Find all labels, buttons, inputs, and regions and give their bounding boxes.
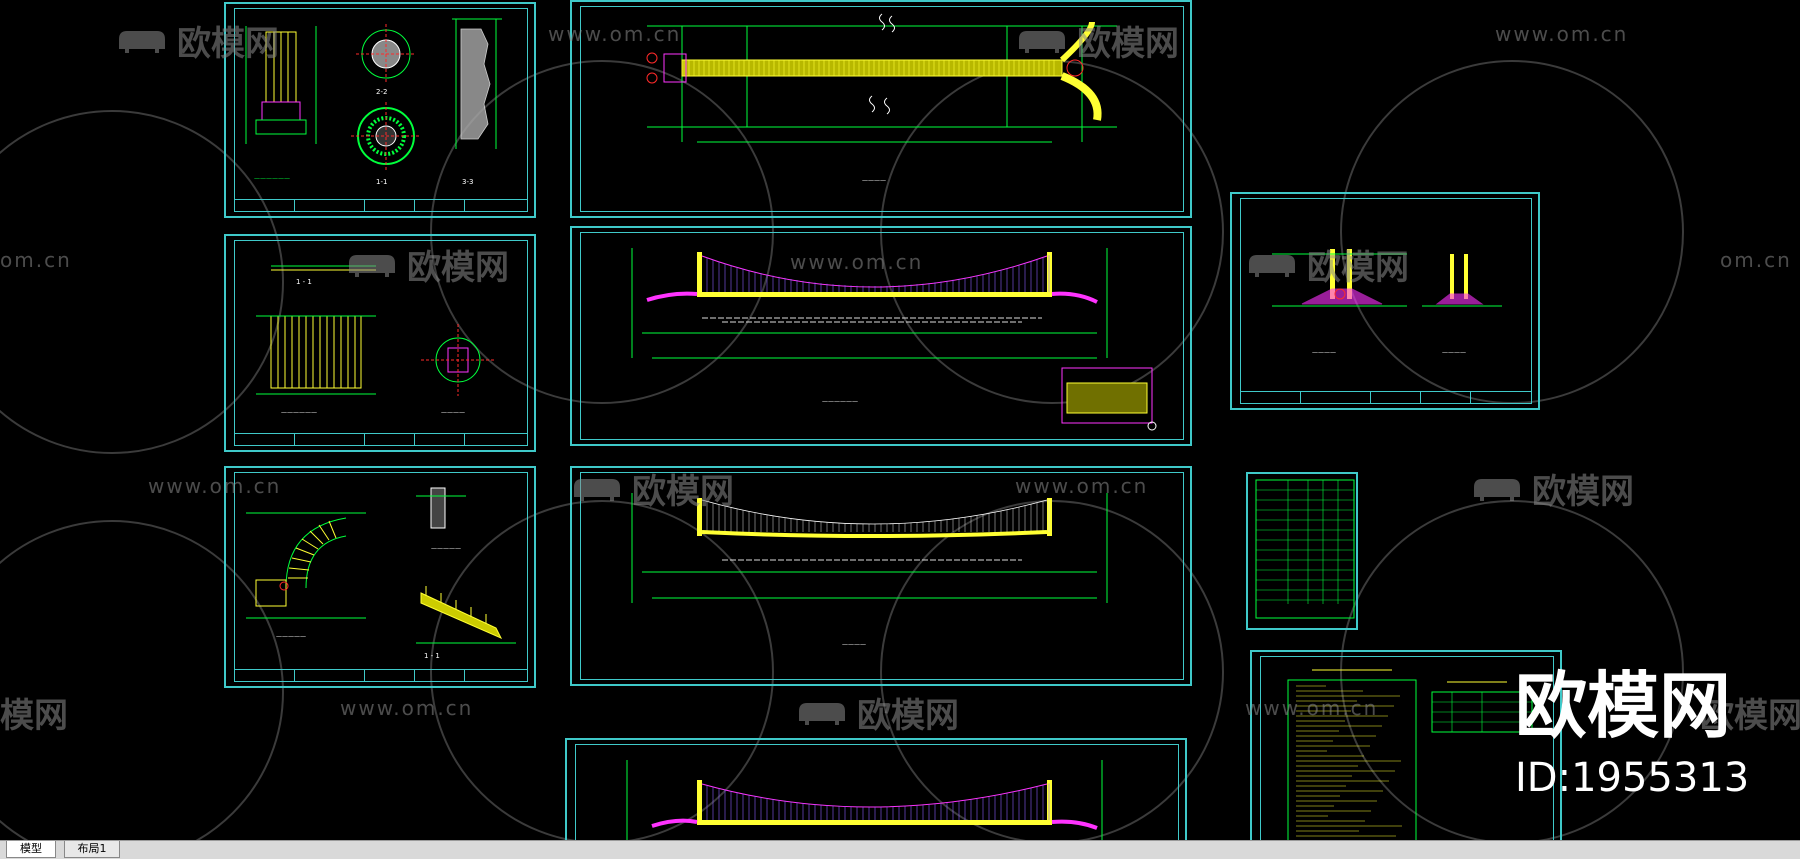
- watermark-logo: 欧模网: [1470, 464, 1634, 513]
- drawing-sheet-cross-section[interactable]: ———— ————: [1230, 192, 1540, 410]
- watermark-url: om.cn: [1720, 248, 1792, 272]
- watermark-logo: 欧模网: [1015, 16, 1179, 65]
- tab-model[interactable]: 模型: [6, 841, 56, 858]
- watermark-url: www.om.cn: [790, 250, 924, 274]
- svg-text:1 - 1: 1 - 1: [296, 278, 312, 286]
- brand-id-text: ID:1955313: [1515, 755, 1750, 801]
- stair-detail-drawing: ————— ————— 1 - 1: [246, 487, 516, 660]
- title-block: [234, 433, 528, 446]
- sheet-frame: [234, 472, 528, 682]
- sheet-frame: [580, 6, 1184, 212]
- watermark-arc: [430, 500, 774, 840]
- svg-text:————: ————: [862, 177, 886, 184]
- svg-text:————: ————: [1312, 349, 1336, 356]
- watermark-logo-partial: 欧模网: [1700, 696, 1800, 736]
- title-block: [234, 669, 528, 682]
- sofa-icon: [119, 30, 165, 53]
- sofa-icon: [799, 702, 845, 725]
- sofa-icon: [349, 254, 395, 277]
- watermark-url: www.om.cn: [1015, 474, 1149, 498]
- cross-section-drawing: ———— ————: [1272, 249, 1502, 356]
- sheet-frame: [234, 240, 528, 446]
- sheet-frame: [575, 744, 1179, 840]
- svg-text:2-2: 2-2: [376, 88, 387, 96]
- watermark-url: www.om.cn: [1245, 696, 1379, 720]
- column-detail-drawing: —————— 2-2 1-1 3-3: [245, 18, 502, 186]
- drawing-sheet-bridge-plan[interactable]: ————: [570, 0, 1192, 218]
- bridge-elevation-2-drawing: [626, 760, 1103, 840]
- design-notes-drawing: [1287, 669, 1533, 840]
- watermark-url: om.cn: [0, 248, 72, 272]
- bridge-section-drawing: ————: [631, 493, 1108, 648]
- sofa-icon: [1249, 254, 1295, 277]
- svg-text:—————: —————: [276, 633, 306, 640]
- svg-text:——————: ——————: [281, 409, 317, 416]
- watermark-logo-partial: 模网: [0, 696, 68, 736]
- sheet-frame: [1240, 198, 1532, 404]
- svg-text:——————: ——————: [254, 175, 290, 182]
- svg-text:————: ————: [842, 641, 866, 648]
- svg-text:——————: ——————: [822, 398, 858, 405]
- svg-text:3-3: 3-3: [462, 178, 473, 186]
- watermark-logo: 欧模网: [570, 464, 734, 513]
- watermark-url: www.om.cn: [548, 22, 682, 46]
- drawing-sheet-bridge-elevation[interactable]: ——————: [570, 226, 1192, 446]
- drawing-sheet-material-table[interactable]: [1246, 472, 1358, 630]
- drawing-sheet-stair-detail[interactable]: ————— ————— 1 - 1: [224, 466, 536, 688]
- bridge-elevation-drawing: ——————: [631, 248, 1157, 431]
- sofa-icon: [1474, 478, 1520, 501]
- watermark-url: www.om.cn: [1495, 22, 1629, 46]
- sheet-frame: [234, 8, 528, 212]
- drawing-sheet-design-notes[interactable]: [1250, 650, 1562, 840]
- watermark-logo: 欧模网: [115, 16, 279, 65]
- tab-layout1[interactable]: 布局1: [64, 841, 120, 858]
- drawing-sheet-column-detail[interactable]: —————— 2-2 1-1 3-3: [224, 2, 536, 218]
- title-block: [1240, 391, 1532, 404]
- sheet-frame: [1260, 656, 1554, 840]
- watermark-logo: 欧模网: [1245, 240, 1409, 289]
- drawing-sheet-bridge-elevation-2[interactable]: [565, 738, 1187, 840]
- sofa-icon: [1019, 30, 1065, 53]
- watermark-url: www.om.cn: [148, 474, 282, 498]
- title-block: [234, 199, 528, 212]
- sheet-frame: [580, 472, 1184, 680]
- svg-text:1-1: 1-1: [376, 178, 387, 186]
- sofa-icon: [574, 478, 620, 501]
- material-table: [1255, 479, 1355, 619]
- svg-text:————: ————: [1442, 349, 1466, 356]
- svg-text:1 - 1: 1 - 1: [424, 652, 440, 660]
- layout-tab-bar: 模型 布局1: [0, 840, 1800, 859]
- watermark-logo: 欧模网: [345, 240, 509, 289]
- svg-text:—————: —————: [431, 545, 461, 552]
- sheet-frame: [580, 232, 1184, 440]
- watermark-url: www.om.cn: [340, 696, 474, 720]
- svg-text:————: ————: [441, 409, 465, 416]
- cad-model-space[interactable]: —————— 2-2 1-1 3-3: [0, 0, 1800, 840]
- bridge-plan-drawing: ————: [646, 13, 1117, 184]
- brand-logo-text: 欧模网: [1515, 664, 1732, 748]
- drawing-sheet-bridge-section[interactable]: ————: [570, 466, 1192, 686]
- watermark-logo: 欧模网: [795, 688, 959, 737]
